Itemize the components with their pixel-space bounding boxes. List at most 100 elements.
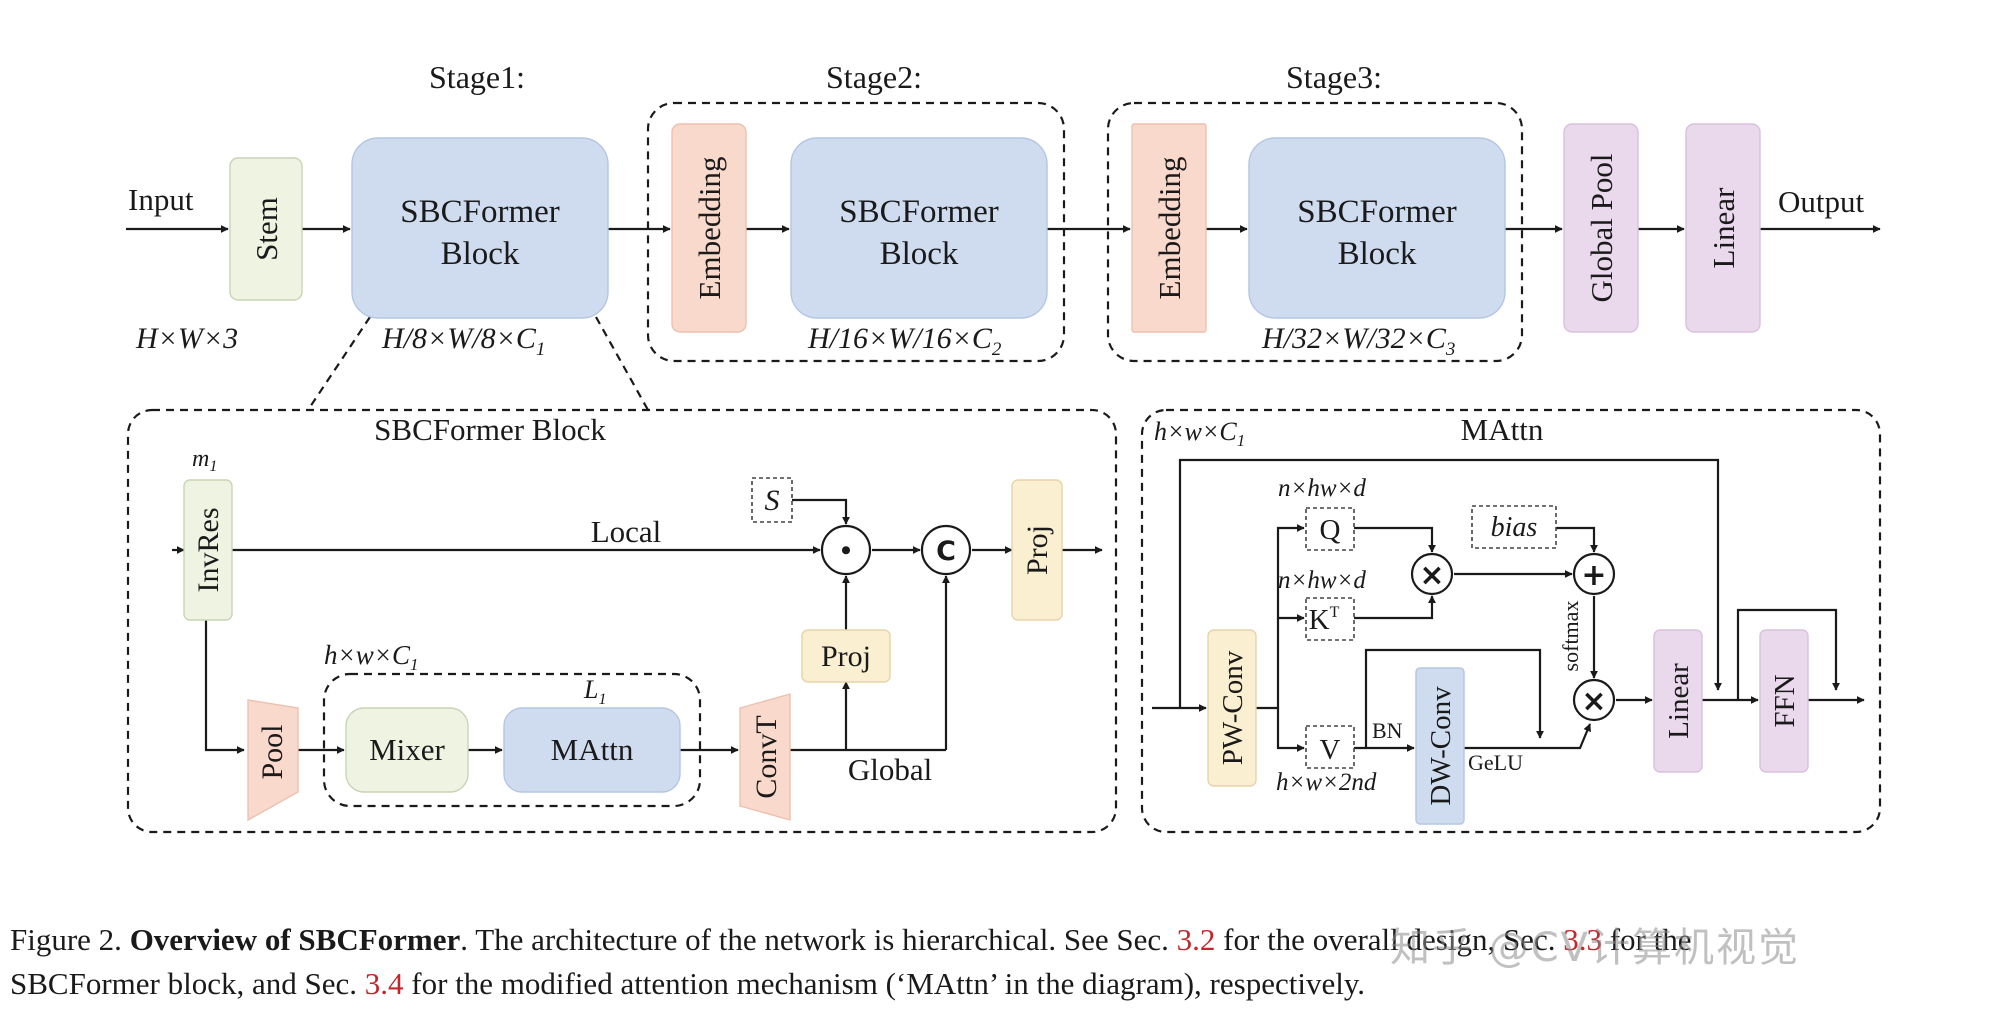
q-label: Q xyxy=(1320,514,1341,546)
stage2-label: Stage2: xyxy=(826,59,922,95)
concat-symbol: C xyxy=(936,536,956,567)
sbc-block-panel xyxy=(126,408,1118,834)
linear-block-mattn xyxy=(1653,629,1703,773)
block2-line2: Block xyxy=(880,236,959,272)
convt-trapezoid xyxy=(739,693,791,821)
bn-label: BN xyxy=(1372,718,1403,743)
s-to-dot-arrow xyxy=(792,498,850,525)
residual-line xyxy=(1178,458,1722,708)
caption-ref2[interactable]: 3.3 xyxy=(1563,922,1602,957)
times-symbol-qk: × xyxy=(1419,558,1444,593)
times-symbol-v: × xyxy=(1581,684,1606,719)
v-label: V xyxy=(1320,734,1341,766)
caption-ref3[interactable]: 3.4 xyxy=(364,966,404,1001)
pool-trapezoid xyxy=(247,699,299,822)
k-dim: n×hw×d xyxy=(1278,567,1366,594)
v-skip-arrow xyxy=(1364,648,1544,748)
dwconv-block xyxy=(1415,667,1465,825)
stage3-dim: H/32×W/32×C3 xyxy=(1261,322,1455,360)
pool-label: Pool xyxy=(256,724,289,779)
add-bias-operator xyxy=(1572,552,1616,596)
pwconv-label: PW-Conv xyxy=(1217,650,1249,765)
block1-line1: SBCFormer xyxy=(400,194,560,230)
expand-line-right xyxy=(595,316,649,411)
embedding-label-stage3: Embedding xyxy=(1152,157,1187,300)
proj-vertical-block xyxy=(1011,479,1063,621)
q-box xyxy=(1305,507,1355,551)
stage1-dim: H/8×W/8×C1 xyxy=(381,322,545,360)
expand-line-left xyxy=(307,316,371,411)
to-v-arrow xyxy=(1276,708,1305,752)
global-pool-label: Global Pool xyxy=(1584,154,1619,303)
stem-label: Stem xyxy=(249,197,284,261)
block3-line1: SBCFormer xyxy=(1297,194,1457,230)
stage1-label: Stage1: xyxy=(429,59,525,95)
local-label: Local xyxy=(591,514,662,549)
embedding-block-stage3 xyxy=(1131,123,1207,333)
caption-line2b: for the modified attention mechanism (‘M… xyxy=(411,966,1366,1001)
m1-label: m1 xyxy=(192,446,217,475)
k-to-mul-arrow xyxy=(1354,595,1436,620)
pwconv-block xyxy=(1207,629,1257,787)
block1-line2: Block xyxy=(441,236,520,272)
ffn-label: FFN xyxy=(1769,674,1801,727)
stage2-frame xyxy=(646,101,1066,363)
q-to-mul-arrow xyxy=(1354,526,1436,553)
caption-bold: Overview of SBCFormer xyxy=(129,922,461,957)
bias-label: bias xyxy=(1491,512,1538,543)
caption-fig: Figure 2. xyxy=(10,922,122,957)
global-label: Global xyxy=(848,752,932,787)
l1-label: L1 xyxy=(583,675,606,708)
proj-small-block xyxy=(801,629,891,683)
mattn-block xyxy=(503,707,681,793)
embedding-block-stage2 xyxy=(671,123,747,333)
caption-p1: . The architecture of the network is hie… xyxy=(460,922,1169,957)
s-label: S xyxy=(765,484,780,517)
ffn-block xyxy=(1759,629,1809,773)
mattn-in-dim: h×w×C1 xyxy=(1154,417,1245,450)
stage3-label: Stage3: xyxy=(1286,59,1382,95)
mixer-label: Mixer xyxy=(369,732,445,767)
matmul-v-operator xyxy=(1572,678,1616,722)
proj-small-label: Proj xyxy=(821,640,871,673)
caption-line2a: SBCFormer block, and Sec. xyxy=(10,966,357,1001)
mixer-block xyxy=(345,707,469,793)
matmul-qk-operator xyxy=(1410,552,1454,596)
inner-dim-label: h×w×C1 xyxy=(324,640,418,674)
softmax-label: softmax xyxy=(1558,601,1583,672)
figure-caption: Figure 2. Overview of SBCFormer. The arc… xyxy=(10,918,1990,1006)
dwconv-to-mul-arrow xyxy=(1464,723,1592,750)
convt-label: ConvT xyxy=(750,715,783,798)
invres-to-pool-line xyxy=(204,620,245,754)
watermark-text: 知乎 @CV计算机视觉 xyxy=(1390,925,1801,971)
linear-label-top: Linear xyxy=(1706,187,1741,269)
invres-block xyxy=(183,479,233,621)
linear-block-top xyxy=(1685,123,1761,333)
stage3-frame xyxy=(1106,101,1524,363)
mattn-panel-title: MAttn xyxy=(1461,412,1544,447)
dot-symbol: • xyxy=(841,534,852,567)
sbcformer-block-stage2 xyxy=(790,137,1048,319)
proj-vertical-label: Proj xyxy=(1021,525,1054,575)
k-label: KT xyxy=(1309,604,1340,636)
input-label: Input xyxy=(128,182,194,217)
caption-ref1[interactable]: 3.2 xyxy=(1176,922,1216,957)
embedding-label-stage2: Embedding xyxy=(692,157,727,300)
stem-block xyxy=(229,157,303,301)
sbcformer-block-stage3 xyxy=(1248,137,1506,319)
v-box xyxy=(1305,725,1355,769)
ffn-skip-arrow xyxy=(1736,608,1840,700)
k-box xyxy=(1305,597,1355,641)
caption-p2: for the overall design, Sec. xyxy=(1223,922,1556,957)
bias-box xyxy=(1471,505,1557,549)
caption-p3: for the xyxy=(1609,922,1692,957)
linear-mattn-label: Linear xyxy=(1663,663,1695,739)
concat-operator xyxy=(920,524,972,576)
output-label: Output xyxy=(1778,184,1865,219)
dwconv-label: DW-Conv xyxy=(1425,686,1457,806)
sbcformer-block-stage1 xyxy=(351,137,609,319)
stage2-dim: H/16×W/16×C2 xyxy=(807,322,1002,360)
sbc-block-title: SBCFormer Block xyxy=(374,412,606,447)
inner-loop-frame xyxy=(322,672,702,808)
dot-operator xyxy=(820,524,872,576)
